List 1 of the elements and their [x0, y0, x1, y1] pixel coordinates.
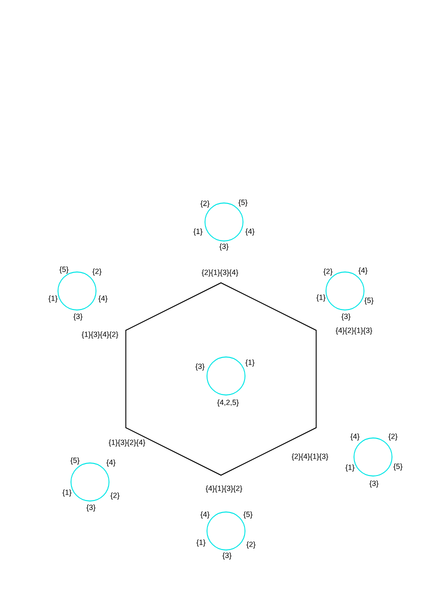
circle-shape [206, 356, 246, 396]
